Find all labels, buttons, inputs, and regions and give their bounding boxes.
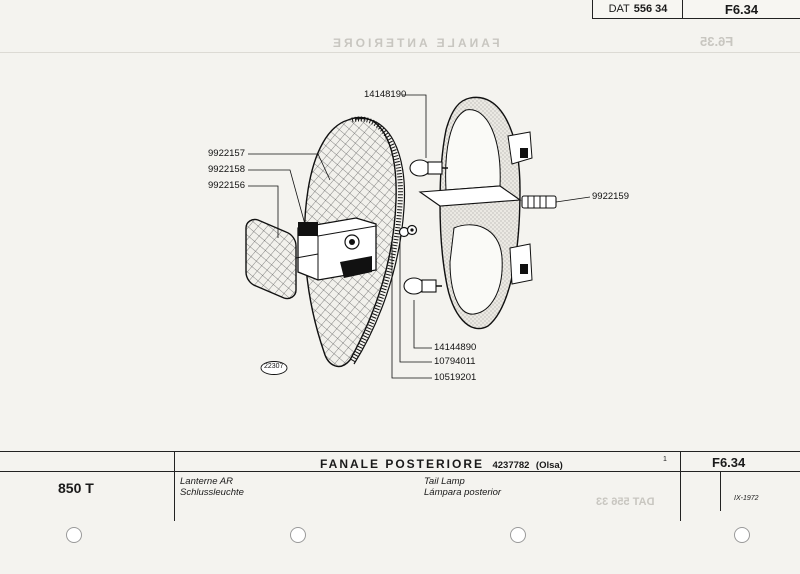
part-number-bulb-upper: 14148190: [364, 89, 407, 100]
dat-number: 556 34: [633, 3, 668, 15]
lens-holder-bracket: [297, 217, 377, 281]
part-number-stud: 9922159: [592, 191, 629, 202]
footer-ref-number: 4237782: [492, 460, 530, 471]
punch-hole-left: [66, 527, 82, 543]
footer-show-through: DAT 556 33: [596, 496, 655, 508]
part-number-lens-holder: 9922158: [208, 164, 245, 175]
dat-label: DAT: [608, 3, 630, 15]
header-bar: DAT 556 34 F6.34: [0, 0, 800, 20]
lamp-housing: [418, 96, 533, 330]
exploded-diagram: [245, 94, 591, 379]
washer-and-nut: [398, 224, 418, 238]
footer-date: IX-1972: [734, 495, 759, 502]
figure-ref-badge: [260, 361, 288, 375]
part-number-reflector: 9922156: [208, 180, 245, 191]
footer-title: FANALE POSTERIORE: [320, 457, 485, 471]
part-number-washer: 10794011: [434, 356, 476, 367]
part-number-bulb-lower: 14144890: [434, 342, 477, 353]
header-page-code: F6.34: [724, 1, 759, 17]
footer-mid-rule: [0, 471, 800, 472]
footer-title-row: FANALE POSTERIORE 4237782 (Olsa): [320, 455, 563, 473]
punch-hole-right: [734, 527, 750, 543]
mounting-stud: [521, 195, 557, 209]
part-number-nut: 10519201: [434, 372, 477, 383]
footer-divider-2: [680, 451, 681, 521]
footer-lang-en: Tail Lamp: [424, 476, 465, 487]
part-number-lens-gasket: 9922157: [208, 148, 245, 159]
footer-lang-it-fr: Lanterne AR: [180, 476, 233, 487]
dat-box: DAT 556 34: [592, 0, 684, 19]
show-through-rule: [0, 52, 800, 53]
footer-top-rule: [0, 451, 800, 452]
footer-page-code: F6.34: [712, 455, 746, 470]
figure-ref-number: 22307: [264, 363, 284, 370]
footer-sheet-number: 1: [663, 456, 667, 463]
leader-lines: [248, 94, 591, 379]
footer-diag-divider: [720, 471, 721, 511]
upper-bulb: [409, 159, 448, 177]
small-reflector: [245, 218, 319, 300]
footer-lang-de: Schlussleuchte: [180, 487, 244, 498]
footer-model: 850 T: [58, 480, 94, 496]
lower-bulb: [403, 277, 442, 295]
punch-hole-center-right: [510, 527, 526, 543]
footer-supplier: (Olsa): [535, 460, 563, 471]
punch-hole-center-left: [290, 527, 306, 543]
footer-lang-es: Lámpara posterior: [424, 487, 502, 498]
footer-divider-1: [174, 451, 175, 521]
header-page-code-box: F6.34: [682, 0, 800, 19]
